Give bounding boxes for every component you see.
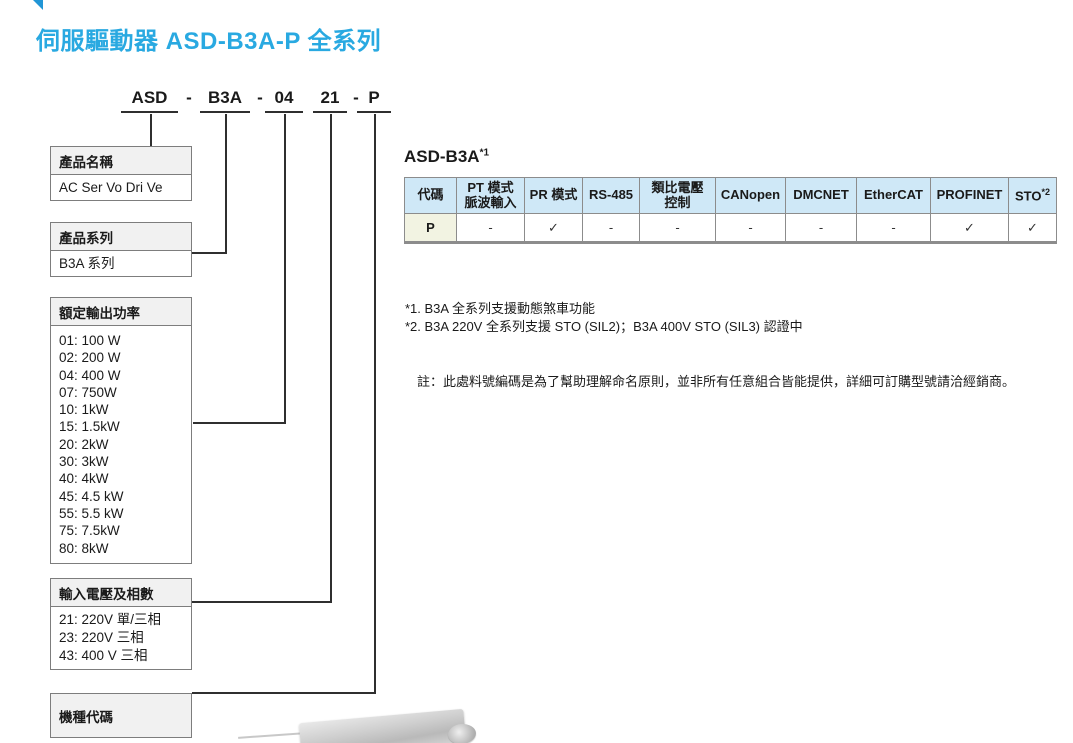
col-header-profinet: PROFINET bbox=[930, 177, 1009, 214]
col-header-pr-mode: PR 模式 bbox=[524, 177, 583, 214]
cell-pt-mode: - bbox=[456, 213, 525, 243]
feature-table-title: ASD-B3A*1 bbox=[404, 147, 489, 167]
box-product-series-header: 產品系列 bbox=[51, 223, 191, 251]
power-option: 75: 7.5kW bbox=[59, 523, 120, 539]
box-product-name: 產品名稱 AC Ser Vo Dri Ve bbox=[50, 146, 192, 202]
cell-rs485: - bbox=[582, 213, 640, 243]
footnote-1: *1. B3A 全系列支援動態煞車功能 bbox=[405, 301, 595, 316]
box-input-voltage-list: 21: 220V 單/三相 23: 220V 三相 43: 400 V 三相 bbox=[51, 607, 191, 669]
corner-accent-shape bbox=[33, 0, 43, 10]
voltage-option: 21: 220V 單/三相 bbox=[59, 612, 162, 627]
connector-line-asd bbox=[150, 114, 152, 146]
cell-code: P bbox=[404, 213, 457, 243]
ordering-note: 註：此處料號編碼是為了幫助理解命名原則，並非所有任意組合皆能提供，詳細可訂購型號… bbox=[417, 374, 1016, 389]
col-header-pt-mode: PT 模式 脈波輸入 bbox=[456, 177, 525, 214]
power-option: 04: 400 W bbox=[59, 367, 121, 383]
connector-line-type bbox=[374, 114, 376, 694]
cell-sto: ✓ bbox=[1008, 213, 1057, 243]
connector-line-type-h bbox=[192, 692, 376, 694]
col-header-rs485: RS-485 bbox=[582, 177, 640, 214]
power-option: 20: 2kW bbox=[59, 436, 109, 452]
feature-table-title-footnote-mark: *1 bbox=[479, 147, 490, 159]
col-header-code: 代碼 bbox=[404, 177, 457, 214]
feature-table-title-text: ASD-B3A bbox=[404, 147, 480, 166]
box-product-name-value: AC Ser Vo Dri Ve bbox=[59, 180, 163, 195]
model-code-dash: - bbox=[186, 88, 192, 107]
connector-line-b3a-h bbox=[192, 252, 227, 254]
voltage-option: 23: 220V 三相 bbox=[59, 630, 144, 645]
power-option: 40: 4kW bbox=[59, 471, 109, 487]
power-option: 80: 8kW bbox=[59, 540, 109, 556]
model-code-segment-asd: ASD bbox=[121, 88, 178, 113]
col-header-sto: STO*2 bbox=[1008, 177, 1057, 214]
model-code-dash: - bbox=[353, 88, 359, 107]
col-header-ethercat: EtherCAT bbox=[856, 177, 931, 214]
power-option: 45: 4.5 kW bbox=[59, 488, 124, 504]
power-option: 07: 750W bbox=[59, 384, 117, 400]
cell-analog-voltage: - bbox=[639, 213, 716, 243]
power-option: 02: 200 W bbox=[59, 350, 121, 366]
product-photo bbox=[298, 708, 467, 743]
col-header-sto-footnote-mark: *2 bbox=[1041, 186, 1050, 197]
col-header-canopen: CANopen bbox=[715, 177, 786, 214]
power-option: 10: 1kW bbox=[59, 402, 109, 418]
feature-table-data-row: P - ✓ - - - - - ✓ ✓ bbox=[404, 213, 1057, 243]
cell-profinet: ✓ bbox=[930, 213, 1009, 243]
cell-canopen: - bbox=[715, 213, 786, 243]
cell-ethercat: - bbox=[856, 213, 931, 243]
box-input-voltage: 輸入電壓及相數 21: 220V 單/三相 23: 220V 三相 43: 40… bbox=[50, 578, 192, 670]
box-product-series: 產品系列 B3A 系列 bbox=[50, 222, 192, 278]
feature-table: 代碼 PT 模式 脈波輸入 PR 模式 RS-485 類比電壓 控制 CANop… bbox=[404, 177, 1057, 244]
col-header-sto-text: STO bbox=[1014, 188, 1042, 204]
feature-table-header-row: 代碼 PT 模式 脈波輸入 PR 模式 RS-485 類比電壓 控制 CANop… bbox=[404, 177, 1057, 214]
box-product-name-header: 產品名稱 bbox=[51, 147, 191, 175]
voltage-option: 43: 400 V 三相 bbox=[59, 648, 148, 663]
power-option: 30: 3kW bbox=[59, 454, 109, 470]
box-product-series-value: B3A 系列 bbox=[59, 256, 115, 271]
box-rated-power: 額定輸出功率 01: 100 W 02: 200 W 04: 400 W 07:… bbox=[50, 297, 192, 564]
power-option: 01: 100 W bbox=[59, 333, 121, 348]
col-header-dmcnet: DMCNET bbox=[785, 177, 857, 214]
box-model-type-code: 機種代碼 bbox=[50, 693, 192, 738]
page-title: 伺服驅動器 ASD-B3A-P 全系列 bbox=[36, 28, 382, 56]
box-input-voltage-header: 輸入電壓及相數 bbox=[51, 579, 191, 607]
connector-line-b3a bbox=[225, 114, 227, 254]
power-option: 55: 5.5 kW bbox=[59, 505, 124, 521]
box-model-type-code-header: 機種代碼 bbox=[59, 710, 113, 725]
footnote-2: *2. B3A 220V 全系列支援 STO (SIL2)；B3A 400V S… bbox=[405, 318, 803, 334]
connector-line-power bbox=[284, 114, 286, 424]
connector-line-voltage-h bbox=[192, 601, 332, 603]
box-rated-power-list: 01: 100 W 02: 200 W 04: 400 W 07: 750W 1… bbox=[51, 326, 191, 563]
model-code-segment-power: 04 bbox=[265, 88, 303, 113]
connector-line-power-h bbox=[193, 422, 286, 424]
model-code-segment-type: P bbox=[357, 88, 391, 113]
cell-pr-mode: ✓ bbox=[524, 213, 583, 243]
col-header-analog-voltage: 類比電壓 控制 bbox=[639, 177, 716, 214]
model-code-segment-b3a: B3A bbox=[200, 88, 250, 113]
connector-line-voltage bbox=[330, 114, 332, 603]
footnotes: *1. B3A 全系列支援動態煞車功能 *2. B3A 220V 全系列支援 S… bbox=[405, 300, 803, 335]
cell-dmcnet: - bbox=[785, 213, 857, 243]
model-code-segment-voltage: 21 bbox=[313, 88, 347, 113]
box-rated-power-header: 額定輸出功率 bbox=[51, 298, 191, 326]
power-option: 15: 1.5kW bbox=[59, 419, 120, 435]
model-code-dash: - bbox=[257, 88, 263, 107]
